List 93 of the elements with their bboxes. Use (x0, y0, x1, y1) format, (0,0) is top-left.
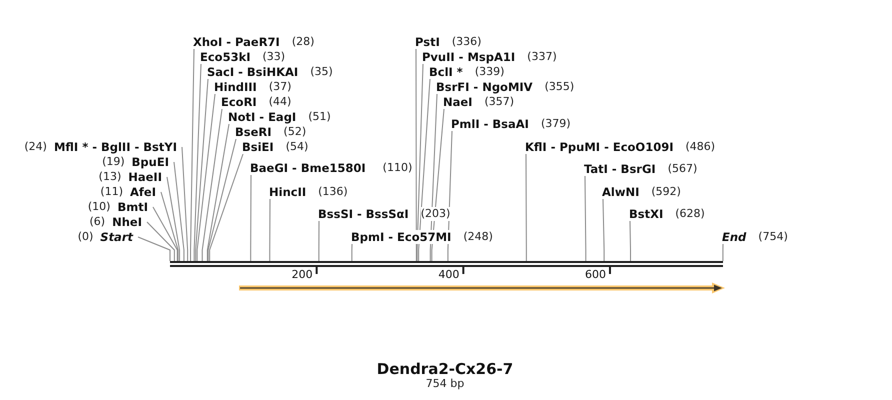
leader-line (351, 244, 352, 262)
leader-line (526, 154, 527, 262)
enzyme-name: HaeII (128, 170, 162, 184)
cut-position: (44) (268, 95, 292, 109)
cut-position: (37) (268, 80, 292, 94)
enzyme-name: KflI - PpuMI - EcoO109I (525, 140, 674, 154)
enzyme-name: Eco53kI (200, 50, 251, 64)
enzyme-name: BssSI - BssSαI (318, 207, 409, 221)
leader-line (182, 146, 188, 262)
cut-position: (35) (310, 65, 333, 79)
cut-position: (54) (286, 140, 308, 154)
cut-position: (337) (527, 50, 557, 64)
leader-line (138, 236, 170, 262)
cut-position: (592) (651, 185, 681, 199)
enzyme-name: HindIII (214, 80, 257, 94)
leader-line (250, 174, 252, 262)
leader-line (166, 176, 180, 262)
scale-label: 200 (292, 268, 313, 281)
cut-position: (379) (540, 117, 571, 131)
leader-line (174, 162, 184, 262)
cut-position: (136) (318, 185, 348, 199)
enzyme-name: BpmI - Eco57MI (351, 230, 452, 244)
leader-line (190, 48, 194, 262)
enzyme-name: NaeI (443, 95, 472, 109)
enzyme-name: TatI - BsrGI (584, 162, 656, 176)
cut-position: (6) (90, 215, 106, 229)
leader-line (416, 48, 417, 262)
cut-position: (628) (675, 207, 705, 221)
cut-position: (355) (544, 80, 574, 94)
enzyme-name: SacI - BsiHKAI (207, 65, 298, 79)
enzyme-name: BstXI (629, 207, 664, 221)
enzyme-name: MflI * - BglII - BstYI (54, 140, 177, 154)
enzyme-name: PvuII - MspA1I (422, 50, 516, 64)
cut-position: (28) (292, 35, 314, 49)
enzyme-name: BclI * (429, 65, 463, 79)
enzyme-name: PmlI - BsaAI (451, 117, 529, 131)
leader-line (722, 244, 724, 262)
leader-line (152, 206, 178, 262)
enzyme-name: BpuEI (132, 155, 169, 169)
leader-line (206, 124, 230, 262)
cut-position: (24) (24, 140, 47, 154)
enzyme-name: BseRI (235, 125, 272, 139)
enzyme-name: NheI (112, 215, 142, 229)
leader-line (146, 222, 175, 262)
leader-line (195, 78, 208, 262)
cut-position: (13) (98, 170, 122, 184)
enzyme-name: PstI (415, 35, 440, 49)
enzyme-name: AfeI (130, 185, 156, 199)
cut-position: (0) (78, 230, 94, 244)
sequence-bar (170, 261, 723, 267)
enzyme-name: BmtI (117, 200, 148, 214)
cut-position: (754) (758, 230, 788, 244)
cut-position: (33) (262, 50, 286, 64)
enzyme-name: EcoRI (221, 95, 257, 109)
leader-line (418, 78, 430, 262)
leader-line (194, 64, 202, 262)
scale-label: 400 (438, 268, 460, 281)
diagram-title: Dendra2-Cx26-7 (376, 360, 514, 378)
cut-position: (357) (484, 95, 514, 109)
leader-line (630, 220, 631, 262)
enzyme-name: BsrFI - NgoMIV (436, 80, 533, 94)
cut-position: (339) (474, 65, 504, 79)
enzyme-name: NotI - EagI (228, 110, 296, 124)
enzyme-name: BaeGI - Bme1580I (250, 161, 366, 175)
leader-line (269, 198, 270, 262)
cut-position: (51) (308, 110, 331, 124)
cut-position: (52) (284, 125, 306, 139)
cut-position: (486) (685, 140, 716, 154)
cut-position: (336) (452, 35, 482, 49)
leader-line (202, 108, 222, 262)
enzyme-name: BsiEI (242, 140, 274, 154)
cut-position: (11) (100, 185, 124, 199)
leader-line (584, 176, 586, 262)
leader-line (416, 64, 424, 262)
cut-position: (110) (382, 161, 412, 175)
cut-position: (567) (668, 162, 698, 176)
terminus-label: Start (100, 230, 133, 244)
scale-label: 600 (584, 268, 606, 281)
leader-line (208, 138, 236, 262)
terminus-label: End (722, 230, 746, 244)
leader-line (602, 198, 605, 262)
leader-line (160, 192, 179, 262)
cut-position: (19) (102, 155, 125, 169)
cut-position: (248) (463, 230, 493, 244)
enzyme-name: AlwNI (602, 185, 640, 199)
sequence-length: 754 bp (424, 377, 466, 390)
enzyme-name: XhoI - PaeR7I (193, 35, 280, 49)
leader-line (196, 94, 216, 262)
cut-position: (203) (420, 207, 450, 221)
enzyme-name: HincII (269, 185, 306, 199)
leader-line (209, 154, 244, 262)
cut-position: (10) (88, 200, 110, 214)
leader-line (318, 220, 320, 262)
